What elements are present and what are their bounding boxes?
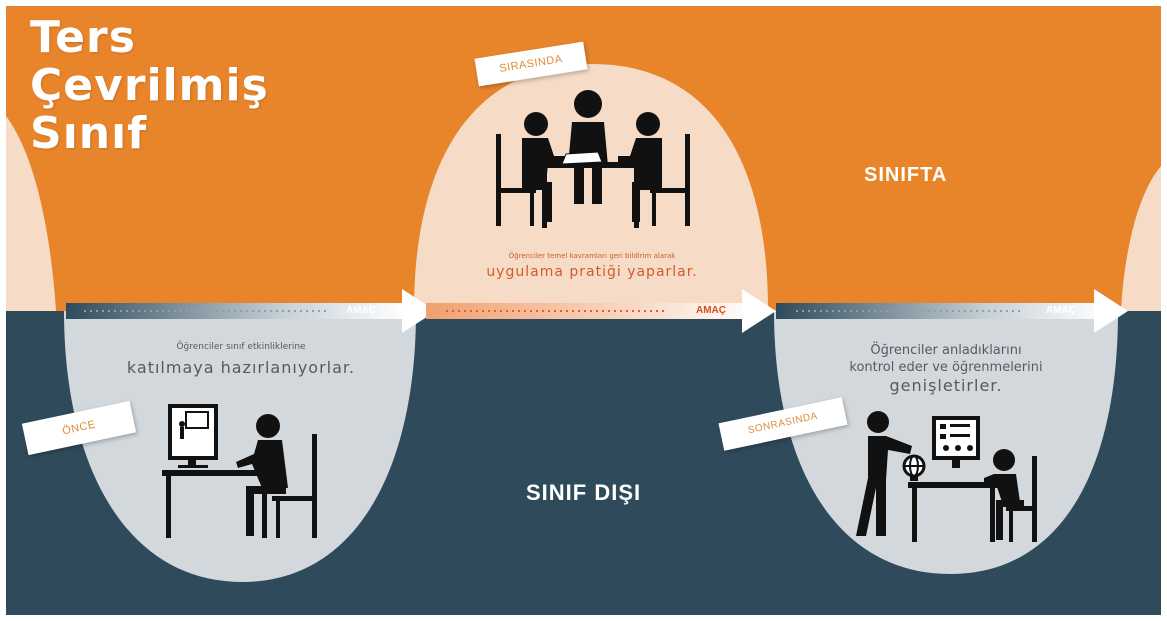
- teacher-with-globe-and-student-icon: [856, 411, 1037, 542]
- title-line-3: Sınıf: [30, 108, 148, 159]
- before-oval: [64, 311, 416, 582]
- during-description-small: Öğrenciler temel kavramları geri bildiri…: [508, 252, 676, 260]
- after-description-line-3: genişletirler.: [889, 376, 1003, 395]
- goal-label-during: AMAÇ: [696, 305, 726, 316]
- out-of-class-label: SINIF DIŞI: [526, 480, 642, 505]
- during-oval: [414, 64, 768, 311]
- flipped-classroom-diagram: Ters Çevrilmiş Sınıf SINIFTA SINIF DIŞI …: [6, 6, 1161, 615]
- goal-arrow-after: [776, 289, 1128, 333]
- student-at-computer-icon: [162, 404, 317, 538]
- right-edge-arc: [1121, 166, 1161, 311]
- goal-label-after: AMAÇ: [1046, 305, 1076, 316]
- left-edge-arc: [6, 116, 56, 311]
- goal-label-before: AMAÇ: [346, 305, 376, 316]
- goal-arrow-before: [66, 289, 436, 333]
- before-description-large: katılmaya hazırlanıyorlar.: [126, 358, 356, 377]
- diagram-background: [6, 6, 1161, 615]
- after-description-line-2: kontrol eder ve öğrenmelerini: [849, 360, 1043, 375]
- in-class-label: SINIFTA: [864, 164, 948, 186]
- title-line-1: Ters: [30, 12, 136, 63]
- after-description-line-1: Öğrenciler anladıklarını: [870, 343, 1022, 358]
- group-at-table-icon: [496, 90, 690, 228]
- goal-arrow-during: [426, 289, 776, 333]
- during-description-large: uygulama pratiği yaparlar.: [486, 264, 698, 280]
- before-description-small: Öğrenciler sınıf etkinliklerine: [176, 342, 306, 352]
- title-line-2: Çevrilmiş: [30, 60, 269, 111]
